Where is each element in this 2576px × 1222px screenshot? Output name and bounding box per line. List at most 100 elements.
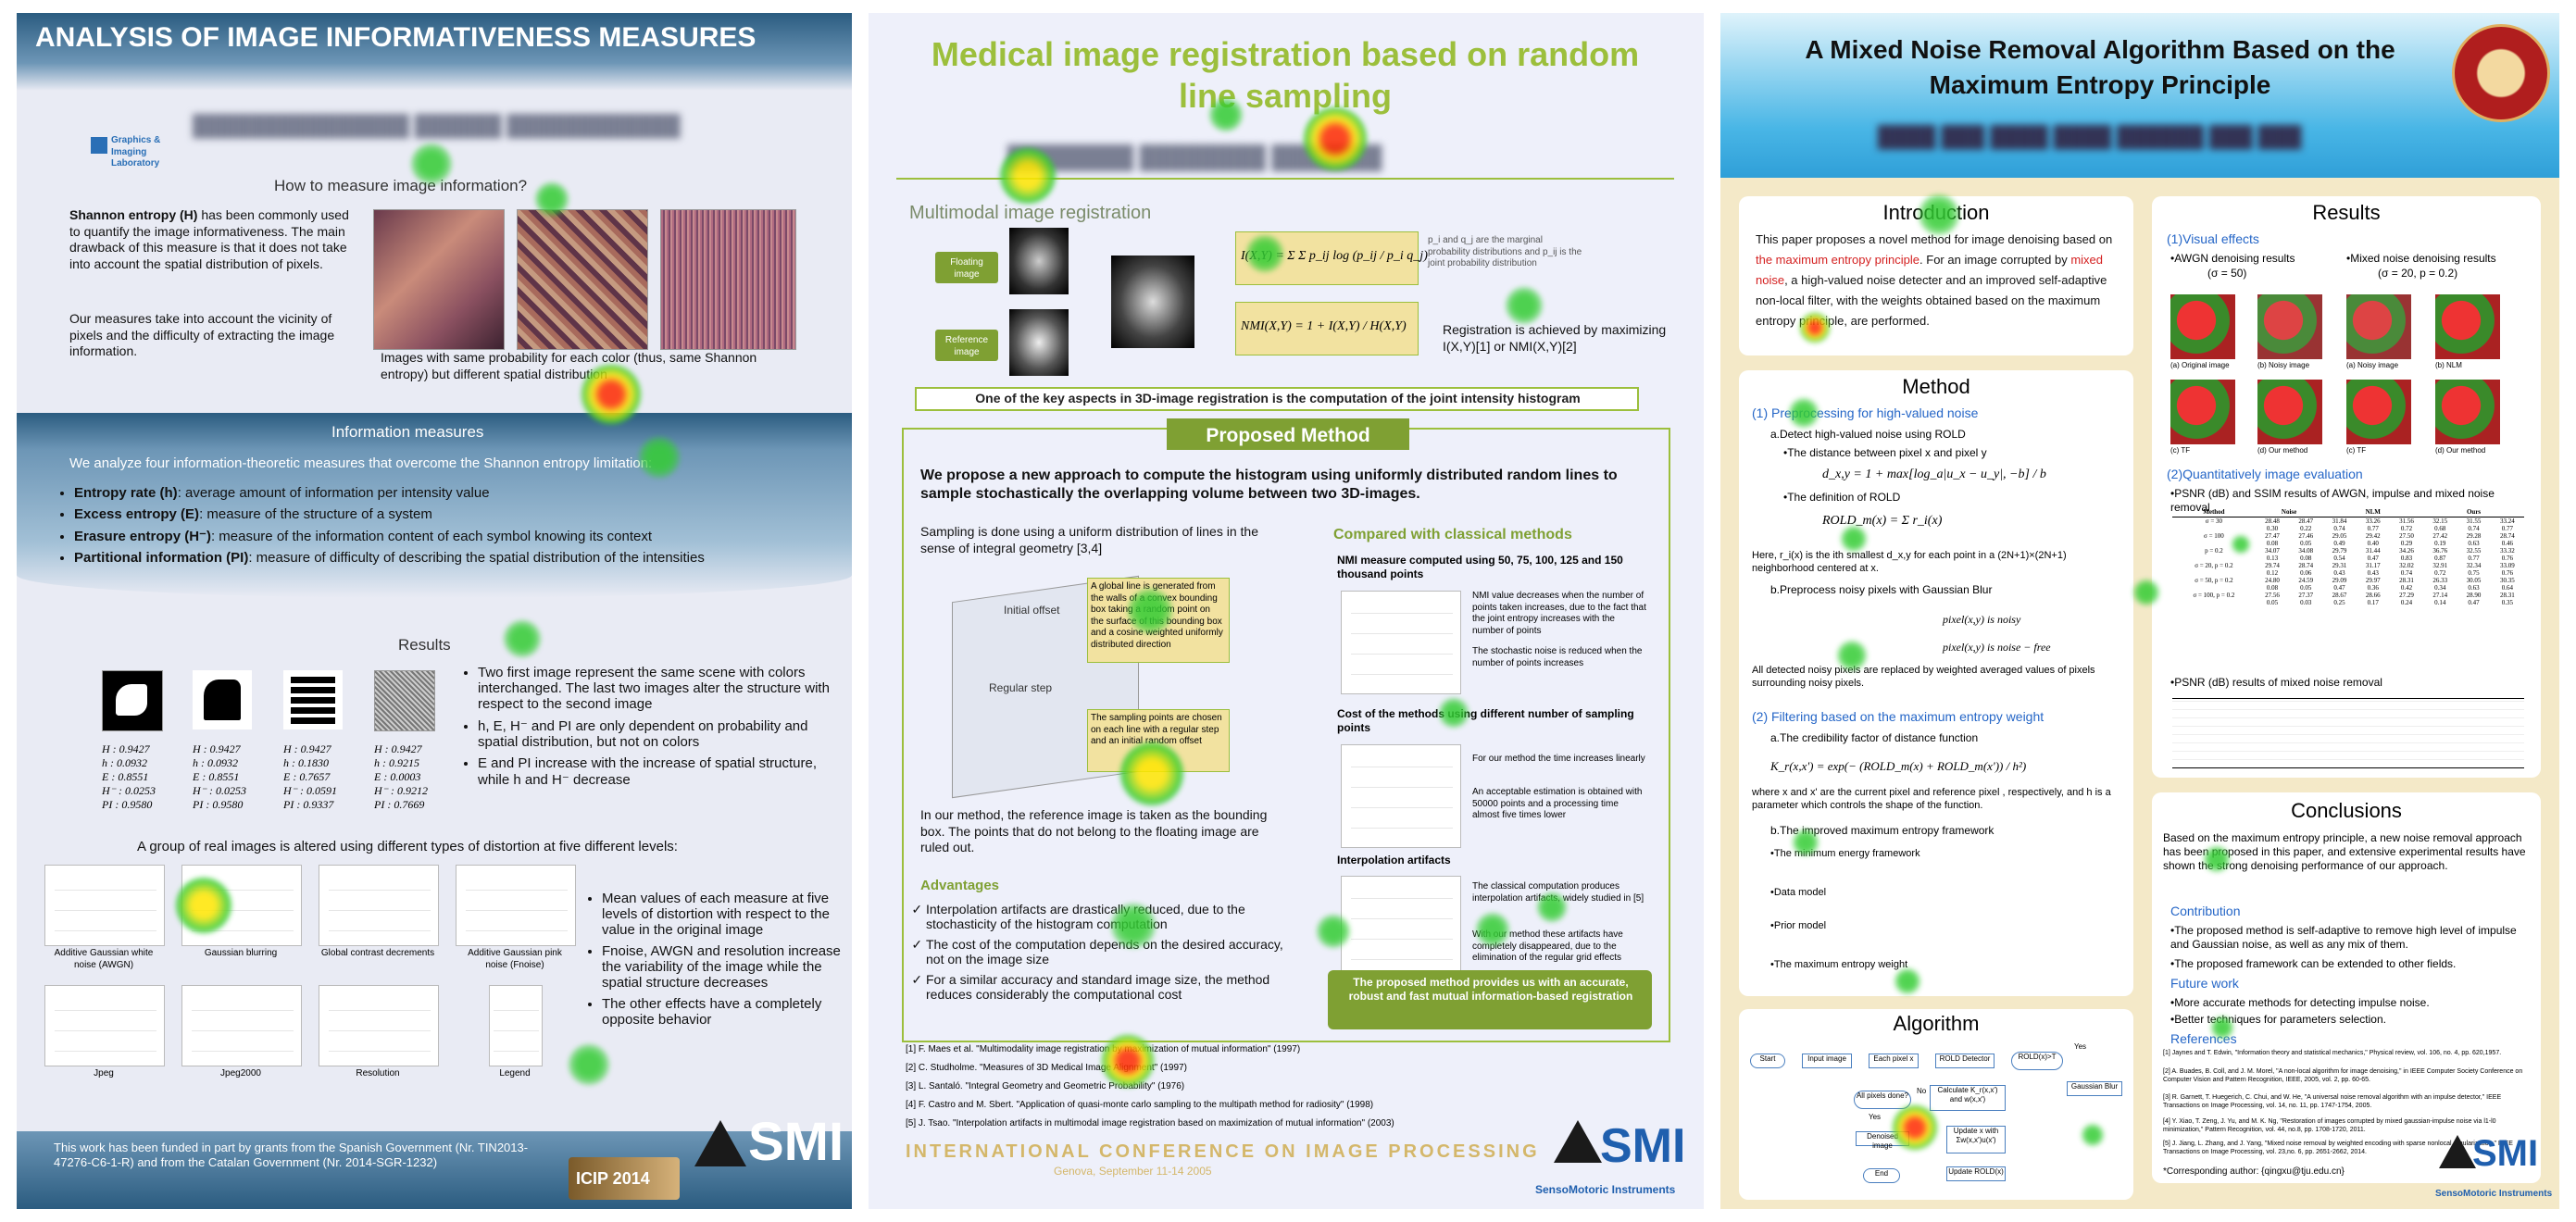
table-cell: 30.35: [2499, 577, 2515, 584]
table-cell: 0.08: [2266, 584, 2279, 592]
psnr-mixed-table: [2172, 698, 2524, 768]
reference-item: [1] F. Maes et al. "Multimodality image …: [906, 1044, 1301, 1054]
flow-node-calc: Calculate K_r(x,x') and w(x,x'): [1930, 1085, 2006, 1111]
table-cell: 28.66: [2365, 592, 2381, 599]
results-bullets: Two first image represent the same scene…: [457, 665, 848, 793]
lena-image: [373, 209, 505, 350]
flow-label-yes: Yes: [1869, 1113, 1882, 1121]
table-cell: 34.26: [2399, 547, 2414, 555]
poster1-authors: ███████████████ ██████ ████████████: [193, 114, 681, 137]
reference-label-box: [935, 330, 998, 361]
smi-logo: SMI: [2472, 1133, 2539, 1174]
table-cell: 27.29: [2399, 592, 2414, 599]
info-band: [17, 413, 852, 598]
table-cell: 0.30: [2266, 525, 2279, 532]
poster1-title-wave: [17, 63, 852, 91]
table-cell: 27.56: [2265, 592, 2280, 599]
table-cell: 0.34: [2434, 584, 2446, 592]
method-text: where x and x' are the current pixel and…: [1752, 787, 2111, 811]
method-text: •Prior model: [1770, 920, 1827, 931]
nmi-bullet: NMI measure computed using 50, 75, 100, …: [1337, 554, 1623, 580]
table-cell: σ = 100: [2204, 532, 2224, 540]
table-cell: 0.83: [2400, 555, 2413, 562]
table-cell: 0.05: [2300, 540, 2312, 547]
method-text: •The minimum energy framework: [1770, 848, 1920, 859]
smi-triangle-icon: [1554, 1120, 1602, 1163]
smi-subtitle: SensoMotoric Instruments: [1535, 1183, 1676, 1196]
interp-bullet: Interpolation artifacts: [1337, 854, 1451, 867]
table-cell: 0.49: [2333, 540, 2345, 547]
table-cell: 0.47: [2468, 599, 2480, 606]
table-cell: 0.05: [2266, 599, 2279, 606]
nmi-chart: [1341, 591, 1461, 694]
measure-item: Erasure entropy (H⁻): measure of the inf…: [74, 528, 852, 544]
pepper-image: [2435, 380, 2500, 444]
distortion-bullet: Fnoise, AWGN and resolution increase the…: [602, 943, 852, 991]
measure-item: Entropy rate (h): average amount of info…: [74, 485, 852, 501]
flow-node-update-rold: Update ROLD(x): [1946, 1166, 2006, 1181]
chart-label: Global contrast decrements: [320, 948, 435, 958]
shannon-paragraph: Shannon entropy (H) has been commonly us…: [69, 207, 356, 272]
introduction-heading: Introduction: [1882, 201, 1990, 224]
table-cell: 29.09: [2332, 577, 2347, 584]
reference-item: [4] F. Castro and M. Sbert. "Application…: [906, 1100, 1374, 1110]
method-box: [1739, 370, 2133, 996]
floating-image: [1009, 228, 1069, 294]
reference-label: Reference image: [944, 335, 989, 357]
image-label: (a) Original image: [2170, 361, 2230, 369]
poster2-authors: ████████ ████████ ███████: [1007, 145, 1382, 170]
table-cell: 24.59: [2298, 577, 2314, 584]
table-cell: 28.31: [2399, 577, 2414, 584]
measures-paragraph: Our measures take into account the vicin…: [69, 311, 335, 358]
cost-bullet: Cost of the methods using different numb…: [1337, 707, 1634, 734]
poster1-header: [17, 13, 852, 63]
poster3-authors: ████ ███ ████ ████ ██████ ███ ███: [1878, 125, 2302, 148]
interp-check: The classical computation produces inter…: [1472, 881, 1644, 904]
table-cell: 28.74: [2499, 532, 2515, 540]
table-cell: 32.15: [2432, 517, 2448, 525]
proposed-heading: Proposed Method: [1206, 425, 1370, 446]
table-cell: 29.74: [2265, 562, 2280, 569]
shannon-lead: Shannon entropy (H): [69, 207, 198, 222]
chart-label: Additive Gaussian pink noise (Fnoise): [468, 948, 562, 970]
method-text: b.Preprocess noisy pixels with Gaussian …: [1770, 583, 1993, 596]
algorithm-flowchart: Start Input image Each pixel x ROLD Dete…: [1748, 1039, 2124, 1194]
table-cell: 0.63: [2468, 584, 2480, 592]
icip-logo-text: ICIP 2014: [576, 1169, 650, 1188]
table-cell: 34.07: [2265, 547, 2280, 555]
formula2: NMI(X,Y) = 1 + I(X,Y) / H(X,Y): [1241, 319, 1407, 333]
table-cell: 0.64: [2501, 584, 2513, 592]
table-cell: 29.05: [2332, 532, 2347, 540]
table-cell: 0.74: [2333, 525, 2345, 532]
table-cell: σ = 20, p = 0.2: [2195, 562, 2233, 569]
regular-step-label: Regular step: [989, 681, 1053, 694]
table-cell: 0.13: [2266, 555, 2279, 562]
table-cell: 0.12: [2266, 569, 2279, 577]
table-cell: 34.08: [2298, 547, 2314, 555]
results-bullet: E and PI increase with the increase of s…: [478, 755, 848, 788]
table-cell: 28.90: [2466, 592, 2482, 599]
poster-image-informativeness: ANALYSIS OF IMAGE INFORMATIVENESS MEASUR…: [17, 13, 852, 1209]
flow-label-yes: Yes: [2074, 1042, 2087, 1051]
reference-item: [1] Jaynes and T. Edwin, "Information th…: [2163, 1050, 2502, 1056]
table-cell: 0.19: [2434, 540, 2446, 547]
formula-blur-case: pixel(x,y) is noisy: [1943, 613, 2021, 626]
table-cell: 0.08: [2266, 540, 2279, 547]
results-heading: Results: [398, 636, 451, 654]
future-heading: Future work: [2170, 976, 2239, 991]
contribution-item: •The proposed method is self-adaptive to…: [2170, 924, 2517, 951]
pepper-image: [2346, 294, 2411, 359]
table-cell: 29.97: [2365, 577, 2381, 584]
poster2-title: Medical image registration based on rand…: [931, 35, 1640, 115]
funding-text: This work has been funded in part by gra…: [54, 1141, 529, 1170]
table-cell: 0.40: [2367, 540, 2379, 547]
method-text: •The maximum entropy weight: [1770, 959, 1908, 970]
